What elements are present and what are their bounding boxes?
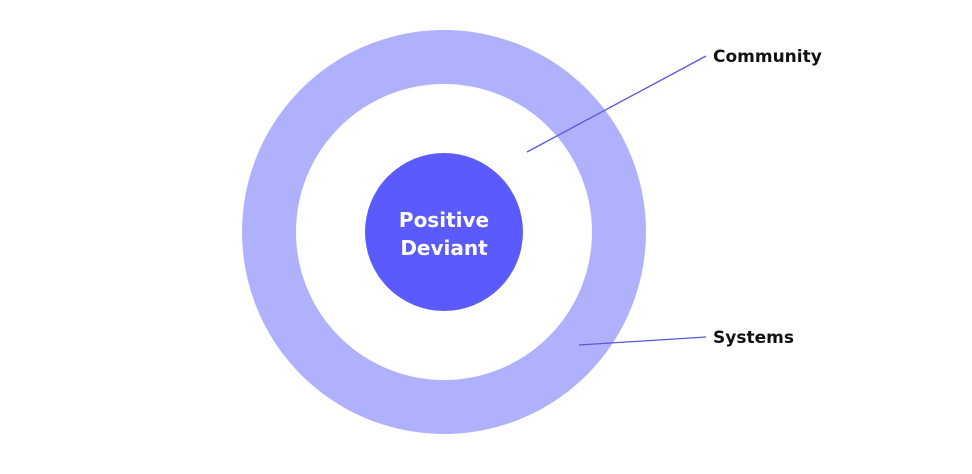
systems-label: Systems [713, 328, 794, 348]
community-label: Community [713, 47, 822, 67]
center-label-line1: Positive [399, 208, 489, 232]
center-label-line2: Deviant [400, 236, 488, 260]
systems-callout-line [578, 336, 707, 346]
positive-deviant-circle [365, 153, 523, 311]
systems-ring [242, 30, 646, 434]
community-callout-line [526, 55, 707, 153]
